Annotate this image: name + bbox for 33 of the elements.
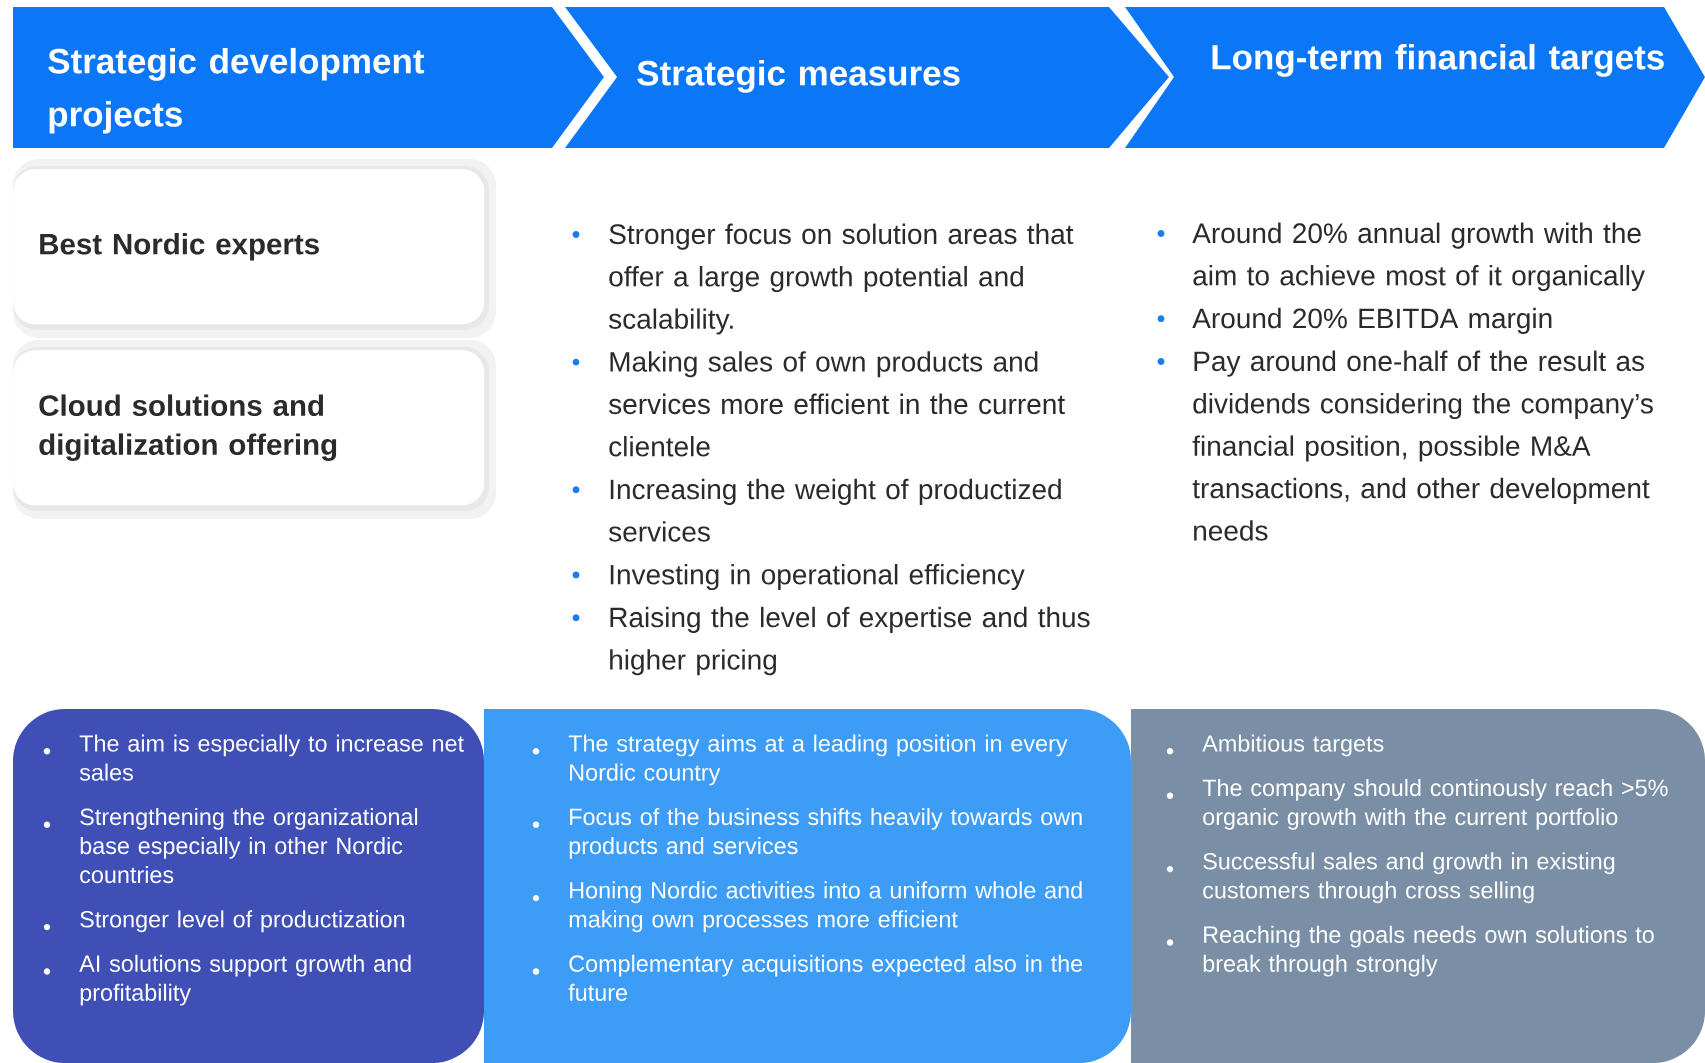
node-label: Best Nordic experts (40, 232, 319, 261)
bullet-text: The strategy aims at a leading position in every Nordic country (568, 734, 1068, 786)
chevron-banner: Strategic development projects (13, 7, 604, 148)
bullet-text: Stronger level of productization (80, 910, 405, 933)
bullet-text: Around 20% EBITDA margin (1192, 307, 1552, 334)
bullet-text: Stronger focus on solution areas that offer a large growth potential and scalability. (609, 223, 1074, 335)
bullet-text: Honing Nordic activities into a uniform whole and making own processes more efficient (569, 881, 1082, 933)
text-panel (1131, 709, 1705, 1063)
bullet-text: Reaching the goals needs own solutions to break through strongly (1203, 925, 1654, 977)
text-panel (13, 709, 484, 1063)
text-card: Cloud solutions and digitalization offering (13, 340, 496, 519)
bullet-text: The aim is especially to increase net sales (79, 734, 464, 781)
bullet-text: AI solutions support growth and profitability (79, 954, 411, 1006)
chevron-banner: Strategic measures (565, 7, 1169, 148)
text-panel (484, 709, 1131, 1063)
bullet-text: Increasing the weight of productized services (609, 478, 1061, 542)
bullet-text: Ambitious targets (1202, 734, 1384, 757)
node-label: Strategic development projects (48, 47, 425, 134)
text-card: Best Nordic experts (13, 159, 496, 338)
bullet-text: Pay around one-half of the result as dividends considering the company’s financial position, possible M&A transactions, and other development needs (1192, 350, 1653, 541)
bullet-text: Investing in operational efficiency (610, 564, 1025, 591)
node-label: Long-term financial targets (1212, 43, 1664, 77)
bullet-text: Making sales of own products and services more efficient in the current clientele (609, 351, 1065, 457)
chevron-banner: Long-term financial targets (1125, 7, 1705, 148)
bullet-text: The company should continously reach >5% organic growth with the current portfolio (1202, 778, 1668, 830)
bullet-text: Raising the level of expertise and thus higher pricing (610, 606, 1090, 676)
node-label: Strategic measures (637, 59, 960, 93)
bullet-text: Strengthening the organizational base especially in other Nordic countries (80, 807, 418, 884)
bullet-text: Complementary acquisitions expected also in the future (568, 954, 1083, 1001)
node-label: Cloud solutions and digitalization offering (39, 394, 337, 462)
bullet-text: Successful sales and growth in existing customers through cross selling (1203, 852, 1615, 904)
bullet-text: Focus of the business shifts heavily towards own products and services (569, 807, 1082, 859)
bullet-text: Around 20% annual growth with the aim to achieve most of it organically (1192, 222, 1645, 292)
